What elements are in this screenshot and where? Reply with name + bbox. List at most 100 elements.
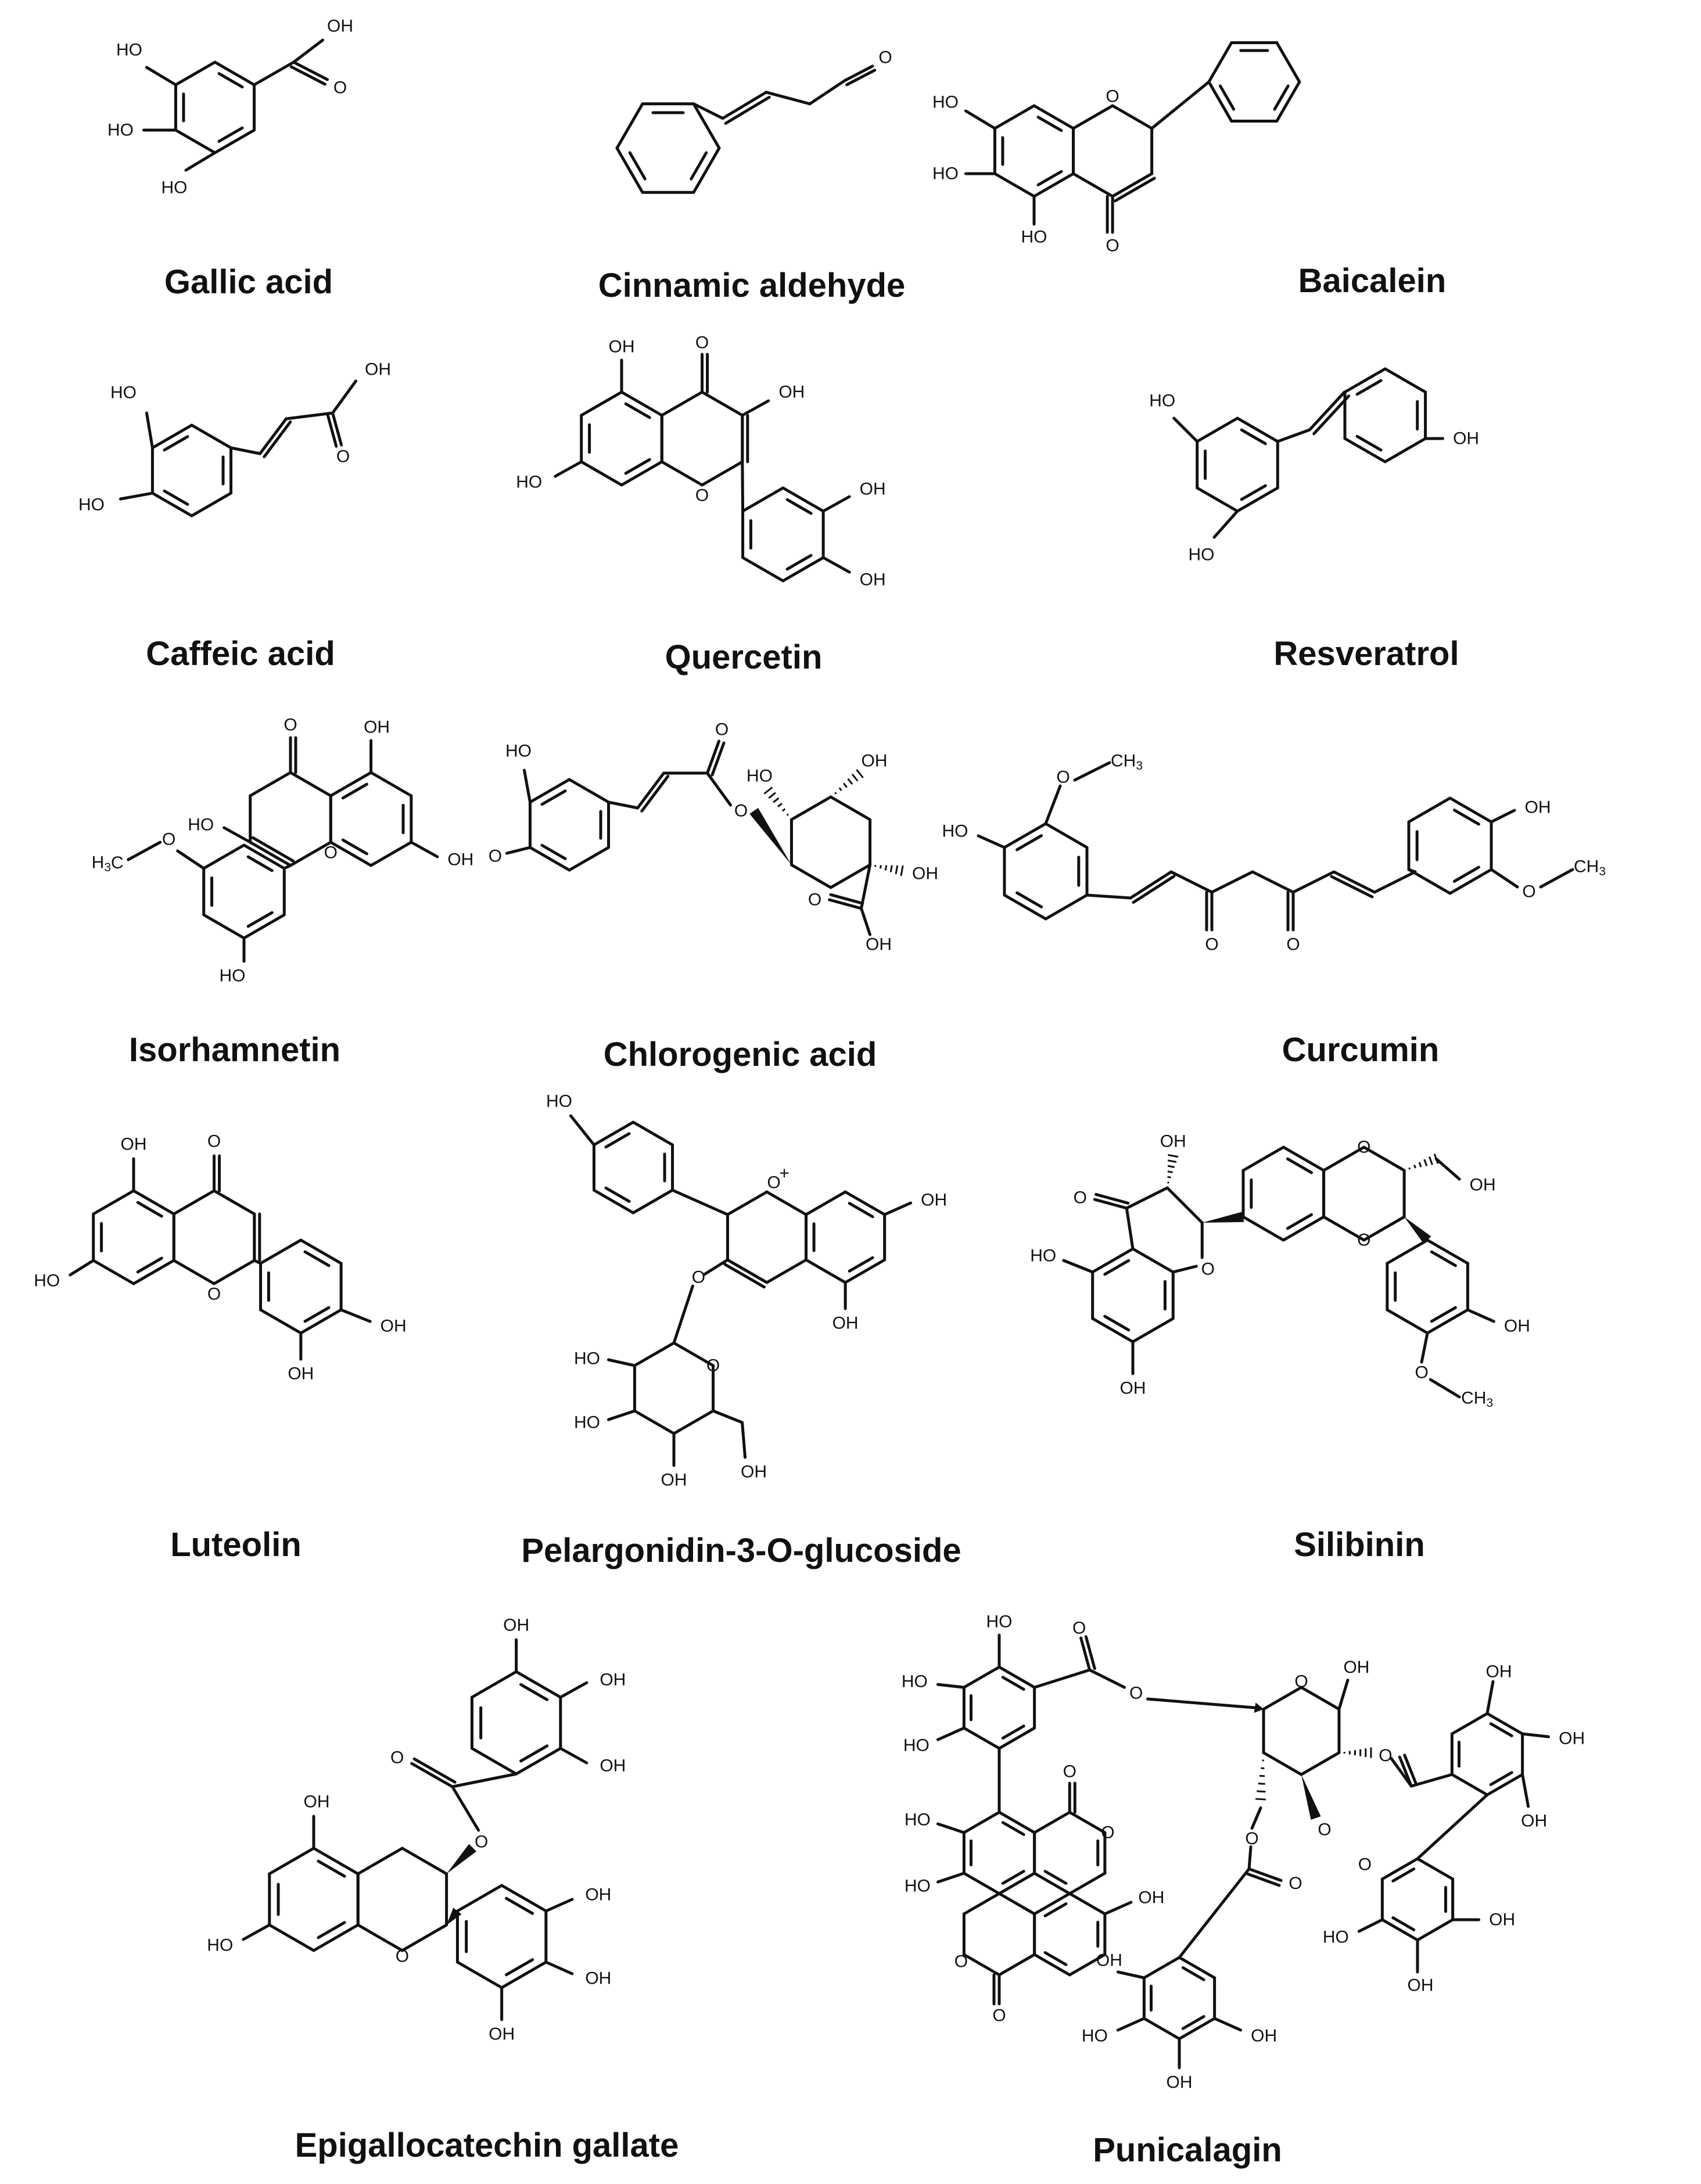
bond-line (1275, 80, 1301, 123)
bond-line (515, 1747, 562, 1776)
compound-name-epigallocatechin-gallate: Epigallocatechin gallate (295, 2126, 679, 2164)
atom-label: O (396, 1947, 409, 1966)
bond-line (1114, 177, 1156, 203)
bond-line (671, 1188, 729, 1216)
bond-line (174, 60, 217, 87)
atom-label: O (1357, 1231, 1370, 1250)
atom-label: O (333, 78, 347, 98)
atom-label: HO (574, 1413, 600, 1432)
bond-line (1111, 104, 1154, 130)
bond-line (150, 423, 193, 450)
bond-line (860, 907, 872, 936)
bond-line (253, 60, 296, 87)
bond-line (1343, 437, 1387, 464)
bond-line (163, 435, 189, 452)
wedge-bond (1202, 1212, 1244, 1223)
atom-label: O (808, 890, 821, 910)
bond-line (1079, 1636, 1092, 1672)
bond-line (356, 1847, 404, 1876)
atom-label: HO (107, 121, 134, 140)
bond-line (1091, 1247, 1135, 1274)
bond-line (1072, 172, 1114, 198)
bond-line (829, 893, 864, 905)
atom-label: HO (516, 473, 542, 492)
bond-line (119, 491, 154, 501)
wedge-bond (1301, 1774, 1321, 1820)
bond-line (1380, 1857, 1419, 1881)
bond-line (1407, 796, 1452, 824)
atom-label: HO (932, 93, 959, 112)
atom-label: O (878, 48, 892, 67)
bond-line (455, 1884, 504, 1913)
atom-label: O (767, 1173, 780, 1192)
bond-line (229, 446, 262, 455)
hash-bond (834, 792, 837, 795)
bond-line (292, 60, 329, 81)
bond-line (805, 1190, 847, 1216)
bond-line (213, 1189, 256, 1216)
bond-line (1489, 1771, 1513, 1786)
bond-line (1043, 1902, 1068, 1917)
atom-label: OH (1120, 1379, 1146, 1398)
bond-line (1103, 1901, 1133, 1916)
atom-label: HO (905, 1811, 931, 1830)
bond-line (1212, 509, 1239, 539)
atom-label: OH (741, 1463, 767, 1482)
bond-line (1001, 1870, 1025, 1885)
bond-line (1250, 1806, 1262, 1830)
bond-line (132, 1259, 175, 1285)
bond-line (1033, 1892, 1071, 1916)
bond-line (1448, 796, 1493, 824)
bond-line (172, 1259, 216, 1285)
bond-line (1241, 1215, 1285, 1242)
bond-line (569, 1114, 595, 1147)
bond-line (223, 826, 252, 844)
bond-line (1111, 172, 1154, 198)
bond-line (329, 840, 373, 867)
atom-label: O (1072, 1619, 1086, 1638)
bond-line (1337, 1679, 1350, 1711)
bond-line (1181, 1966, 1205, 1981)
atom-label: OH (600, 1671, 626, 1690)
atom-label: HO (1323, 1928, 1349, 1947)
bond-line (303, 1250, 331, 1267)
bond-line (1485, 1773, 1524, 1797)
bond-line (883, 1201, 913, 1216)
bond-line (568, 778, 611, 804)
bond-line (356, 1923, 404, 1952)
atom-label: O (1379, 1746, 1392, 1765)
bond-line (620, 390, 663, 417)
bond-line (1429, 1378, 1461, 1399)
bond-line (1044, 822, 1089, 849)
bond-line (765, 1190, 808, 1216)
bond-line (712, 1409, 744, 1424)
hash-bond (1423, 1159, 1428, 1166)
bond-line (1373, 870, 1417, 894)
atom-label: OH (1343, 1658, 1369, 1677)
bond-line (1355, 379, 1383, 396)
atom-label: HO (505, 742, 532, 761)
bond-line (1452, 809, 1480, 826)
bond-line (1125, 1206, 1135, 1251)
bond-line (997, 1953, 1036, 1977)
atom-label: HO (942, 822, 968, 841)
compound-name-resveratrol: Resveratrol (1273, 635, 1459, 673)
bond-line (1084, 1635, 1096, 1671)
bond-line (962, 1872, 1001, 1895)
bond-line (1426, 1308, 1469, 1335)
bond-line (692, 146, 721, 194)
structure-punicalagin: HOHOHOOHOHOOOOOHOOOOHOOOOOHOHOHOHOOHOHOH… (902, 1612, 1585, 2092)
bond-line (1172, 416, 1199, 443)
bond-line (607, 800, 640, 810)
bond-line (1142, 2017, 1181, 2041)
bond-line (500, 1884, 548, 1913)
bond-line (936, 1872, 966, 1884)
bond-line (339, 1308, 372, 1323)
atom-label: OH (365, 360, 391, 379)
bond-line (1521, 1732, 1551, 1738)
compound-name-curcumin: Curcumin (1282, 1031, 1440, 1069)
bond-line (1240, 428, 1267, 446)
